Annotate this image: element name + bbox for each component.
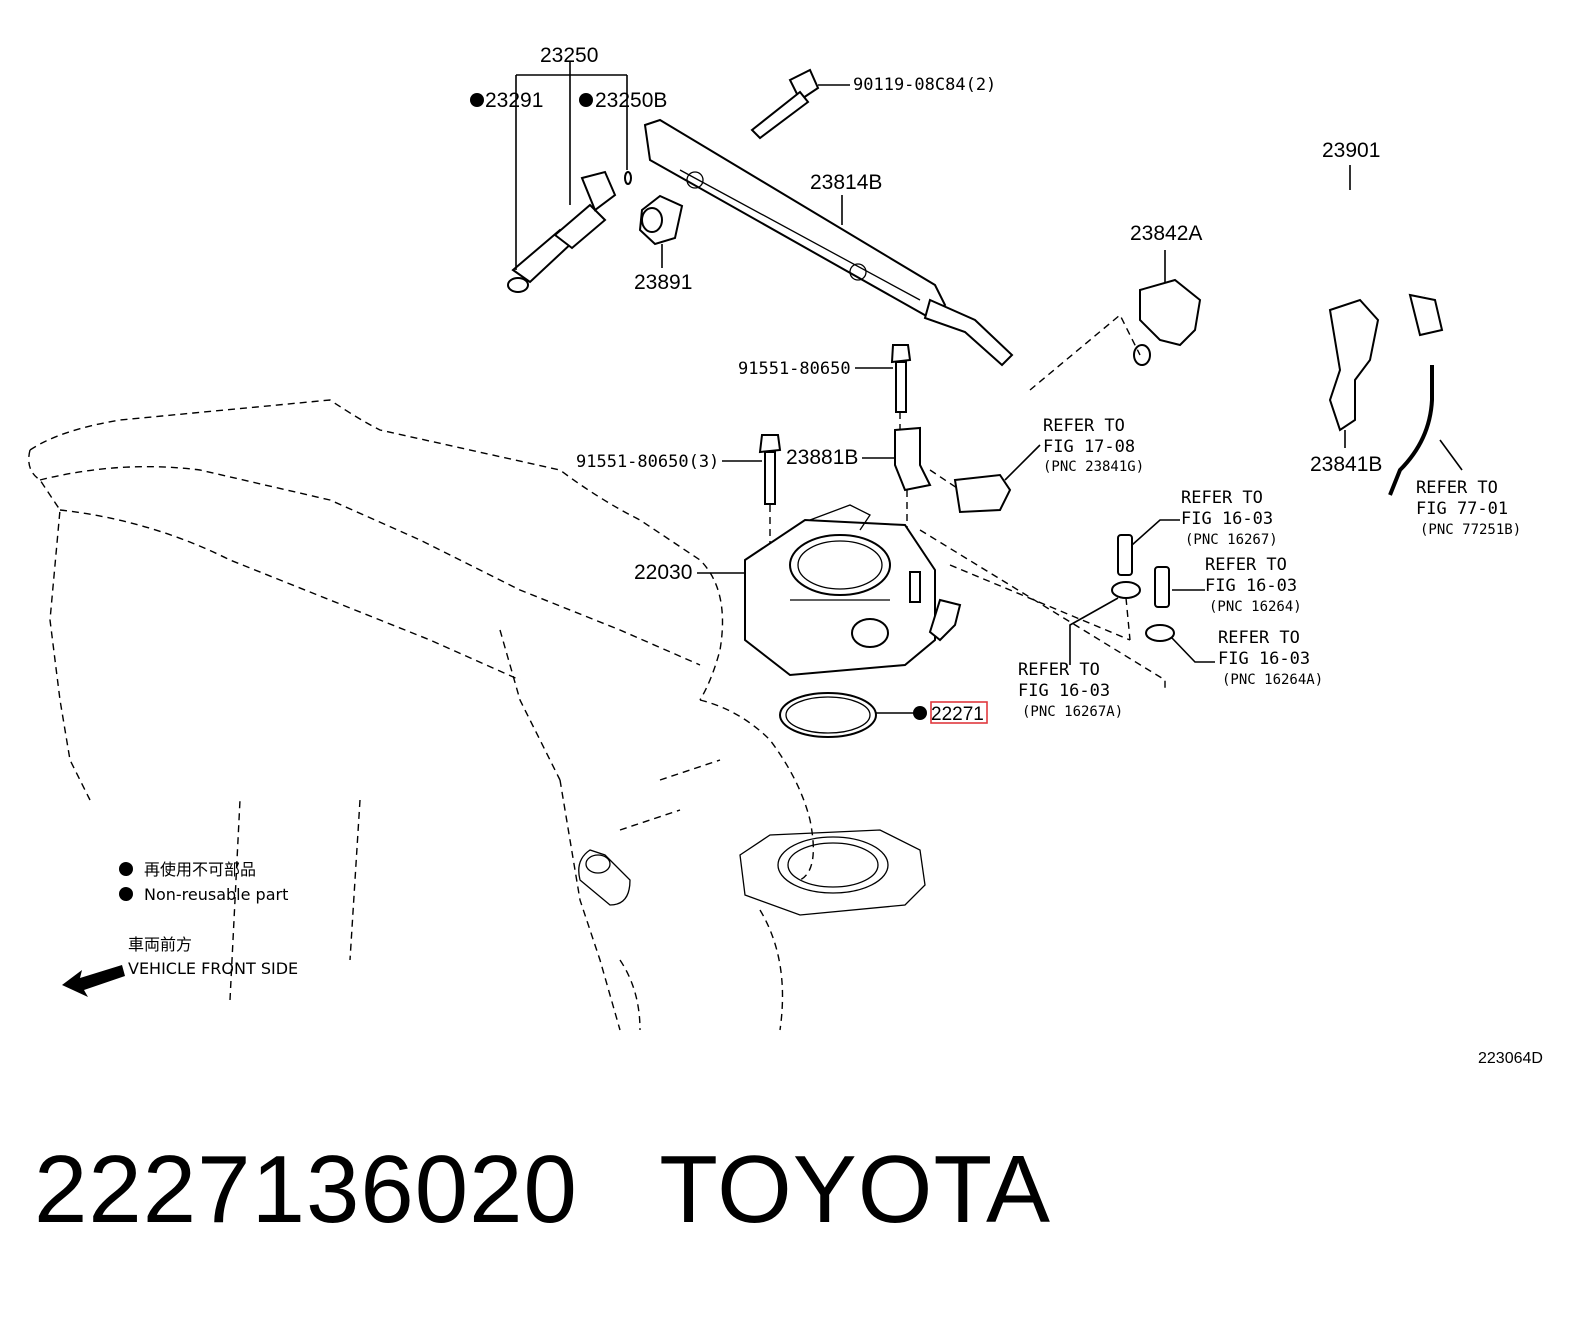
legend-en-front: VEHICLE FRONT SIDE bbox=[128, 959, 298, 978]
svg-text:(PNC 16267A): (PNC 16267A) bbox=[1022, 704, 1123, 720]
svg-text:FIG 77-01: FIG 77-01 bbox=[1416, 499, 1508, 519]
front-arrow-icon bbox=[62, 965, 125, 997]
legend-jp-nonreusable: 再使用不可部品 bbox=[144, 860, 256, 879]
engine-outline bbox=[28, 399, 815, 1031]
nonreusable-dot bbox=[913, 706, 927, 720]
clip-23842A bbox=[1139, 250, 1202, 347]
label-23250: 23250 bbox=[540, 44, 598, 67]
nonreusable-dot-23250B bbox=[579, 93, 593, 107]
label-23842A: 23842A bbox=[1130, 222, 1202, 245]
throttle-leader-dash bbox=[919, 529, 1166, 690]
gasket-22271 bbox=[779, 692, 988, 738]
refer-block-16267: REFER TO FIG 16-03 (PNC 16267) bbox=[1181, 488, 1278, 548]
label-91551-b: 91551-80650(3) bbox=[576, 452, 719, 472]
throttle-body bbox=[697, 504, 962, 677]
svg-text:FIG 16-03: FIG 16-03 bbox=[1218, 649, 1310, 669]
legend-jp-front: 車両前方 bbox=[128, 935, 192, 954]
footer-part-number: 2227136020 bbox=[34, 1136, 578, 1243]
label-23891: 23891 bbox=[634, 271, 692, 294]
vacuum-hose bbox=[1388, 365, 1463, 496]
diagram-code: 223064D bbox=[1478, 1050, 1543, 1067]
bolt-91551-upper bbox=[855, 344, 912, 413]
footer-title: 2227136020 TOYOTA bbox=[34, 1135, 1051, 1245]
svg-text:REFER TO: REFER TO bbox=[1416, 478, 1498, 498]
fuel-injector bbox=[507, 170, 632, 293]
svg-text:FIG 16-03: FIG 16-03 bbox=[1018, 681, 1110, 701]
bracket-23841B bbox=[1328, 298, 1380, 448]
refer-block-16264A: REFER TO FIG 16-03 (PNC 16264A) bbox=[1218, 628, 1323, 688]
label-23814B: 23814B bbox=[810, 171, 882, 194]
refer-block-17-08: REFER TO FIG 17-08 (PNC 23841G) bbox=[1043, 416, 1144, 475]
svg-text:(PNC 23841G): (PNC 23841G) bbox=[1043, 459, 1144, 475]
svg-text:(PNC 16264A): (PNC 16264A) bbox=[1222, 672, 1323, 688]
legend: 再使用不可部品 Non-reusable part 車両前方 VEHICLE F… bbox=[62, 860, 298, 997]
svg-text:(PNC 16264): (PNC 16264) bbox=[1209, 599, 1302, 615]
label-22030: 22030 bbox=[634, 561, 692, 584]
part-highlight-box bbox=[930, 701, 988, 724]
svg-text:FIG 16-03: FIG 16-03 bbox=[1205, 576, 1297, 596]
throttle-leader-dash-2 bbox=[949, 564, 1131, 641]
svg-text:REFER TO: REFER TO bbox=[1181, 488, 1263, 508]
refer-block-77-01: REFER TO FIG 77-01 (PNC 77251B) bbox=[1416, 478, 1521, 538]
label-23291: 23291 bbox=[485, 89, 543, 112]
label-22271: 22271 bbox=[931, 704, 984, 725]
legend-dot bbox=[119, 887, 133, 901]
label-91551-a: 91551-80650 bbox=[738, 359, 851, 379]
nonreusable-dot-23291 bbox=[470, 93, 484, 107]
label-23901: 23901 bbox=[1322, 139, 1380, 162]
spacer-23891 bbox=[638, 194, 684, 268]
intake-flange bbox=[578, 829, 926, 916]
svg-text:REFER TO: REFER TO bbox=[1205, 555, 1287, 575]
svg-text:REFER TO: REFER TO bbox=[1218, 628, 1300, 648]
svg-text:FIG 16-03: FIG 16-03 bbox=[1181, 509, 1273, 529]
bolt-91551-lower bbox=[722, 412, 901, 590]
legend-en-nonreusable: Non-reusable part bbox=[144, 885, 288, 904]
refer-block-16267A: REFER TO FIG 16-03 (PNC 16267A) bbox=[1018, 660, 1123, 720]
svg-text:(PNC 16267): (PNC 16267) bbox=[1185, 532, 1278, 548]
svg-text:(PNC 77251B): (PNC 77251B) bbox=[1420, 522, 1521, 538]
svg-text:REFER TO: REFER TO bbox=[1018, 660, 1100, 680]
fuel-rail bbox=[643, 118, 1014, 367]
fuel-hose bbox=[1029, 165, 1444, 400]
svg-text:REFER TO: REFER TO bbox=[1043, 416, 1125, 436]
legend-dot bbox=[119, 862, 133, 876]
label-23881B: 23881B bbox=[786, 446, 858, 469]
svg-text:FIG 17-08: FIG 17-08 bbox=[1043, 437, 1135, 457]
refer-block-16264: REFER TO FIG 16-03 (PNC 16264) bbox=[1205, 555, 1302, 615]
injector-leaders bbox=[515, 62, 628, 270]
label-90119: 90119-08C84(2) bbox=[853, 75, 996, 95]
footer-brand: TOYOTA bbox=[659, 1136, 1052, 1243]
bolt-90119 bbox=[750, 68, 850, 140]
label-23250B: 23250B bbox=[595, 89, 667, 112]
small-hoses bbox=[1069, 519, 1215, 665]
label-23841B: 23841B bbox=[1310, 453, 1382, 476]
sensor-connector bbox=[953, 444, 1041, 514]
